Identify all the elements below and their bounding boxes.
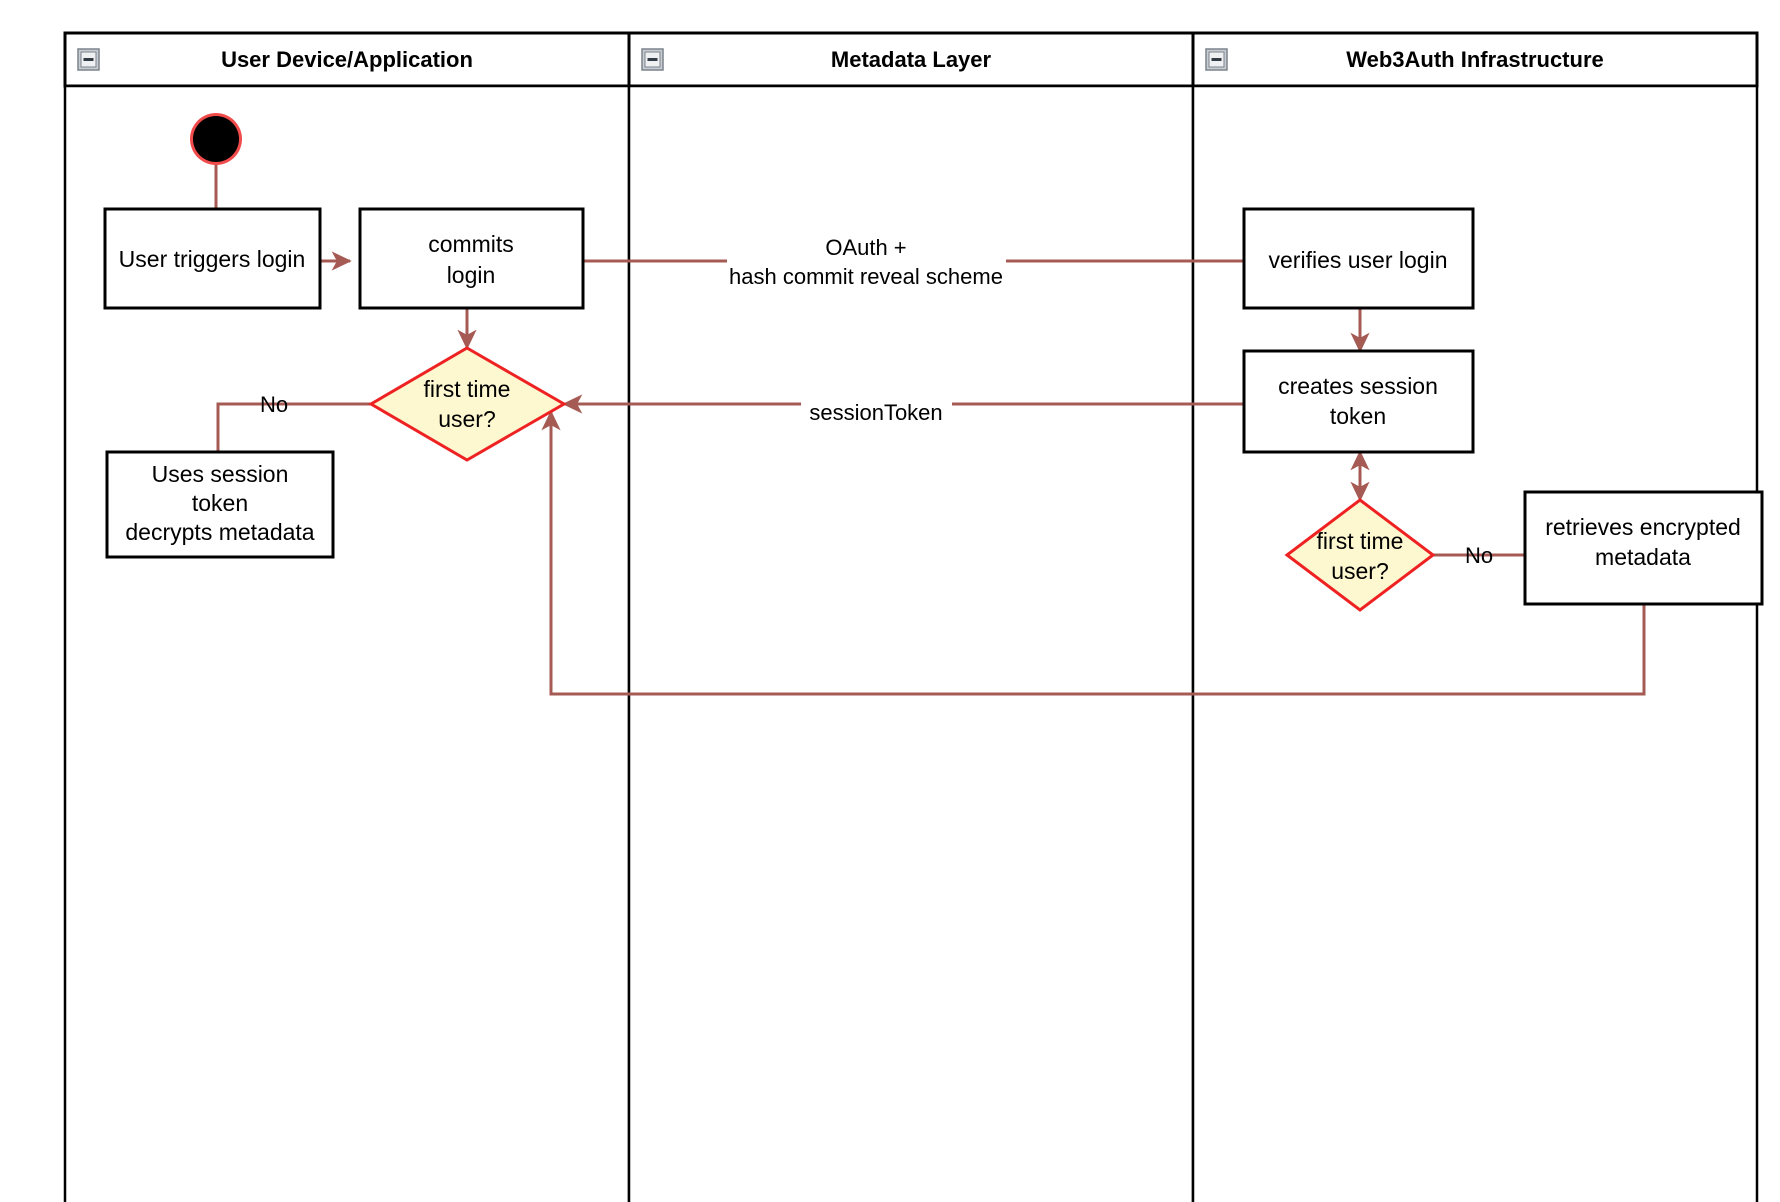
node-label-retrieves-line1: retrieves encrypted bbox=[1545, 514, 1741, 540]
node-label-user-triggers-login: User triggers login bbox=[119, 246, 306, 272]
node-label-uses-session-token-line2: token bbox=[192, 490, 248, 516]
edge-label-session-token: sessionToken bbox=[809, 400, 942, 425]
lane-title-metadata: Metadata Layer bbox=[831, 47, 992, 72]
node-label-decision-right-line2: user? bbox=[1331, 558, 1389, 584]
lane-header-metadata[interactable] bbox=[627, 31, 1195, 88]
minus-icon[interactable] bbox=[641, 48, 664, 71]
node-decision-first-time-user-right[interactable]: first time user? bbox=[1284, 498, 1436, 612]
node-commits-login[interactable]: commits login bbox=[358, 207, 585, 310]
lane-title-web3auth: Web3Auth Infrastructure bbox=[1346, 47, 1604, 72]
node-label-commits-login-line1: commits bbox=[428, 231, 514, 257]
node-label-verifies-user-login: verifies user login bbox=[1269, 247, 1448, 273]
node-uses-session-token[interactable]: Uses session token decrypts metadata bbox=[105, 450, 335, 559]
lane-body-row bbox=[63, 84, 1759, 1202]
lane-title-user-device: User Device/Application bbox=[221, 47, 473, 72]
node-user-triggers-login[interactable]: User triggers login bbox=[103, 207, 322, 310]
minus-icon[interactable] bbox=[1205, 48, 1228, 71]
node-label-decision-left-line1: first time bbox=[424, 376, 511, 402]
node-creates-session-token[interactable]: creates session token bbox=[1242, 349, 1475, 454]
node-retrieves-encrypted-metadata[interactable]: retrieves encrypted metadata bbox=[1523, 490, 1764, 606]
node-label-creates-session-token-line1: creates session bbox=[1278, 373, 1438, 399]
minus-icon[interactable] bbox=[77, 48, 100, 71]
lane-header-user-device[interactable] bbox=[63, 31, 631, 88]
edge-label-oauth-line2: hash commit reveal scheme bbox=[729, 264, 1003, 289]
lane-header-web3auth[interactable] bbox=[1191, 31, 1759, 88]
edge-label-oauth: OAuth + hash commit reveal scheme bbox=[729, 235, 1003, 289]
lane-header-row: User Device/Application Metadata Layer W… bbox=[63, 31, 1759, 88]
node-verifies-user-login[interactable]: verifies user login bbox=[1242, 207, 1475, 310]
edge-decision-left-no-to-uses-session-token bbox=[216, 402, 371, 452]
edge-retrieves-to-decision-left-loopback bbox=[541, 410, 1646, 696]
edge-label-oauth-line1: OAuth + bbox=[825, 235, 906, 260]
lane-body-metadata bbox=[627, 84, 1195, 1202]
node-label-decision-right-line1: first time bbox=[1317, 528, 1404, 554]
node-label-creates-session-token-line2: token bbox=[1330, 403, 1386, 429]
node-label-uses-session-token-line3: decrypts metadata bbox=[125, 519, 314, 545]
initial-node-start[interactable] bbox=[190, 113, 242, 165]
node-label-decision-left-line2: user? bbox=[438, 406, 496, 432]
node-label-commits-login-line2: login bbox=[447, 262, 496, 288]
node-decision-first-time-user-left[interactable]: first time user? bbox=[368, 346, 568, 462]
edge-label-no-left: No bbox=[260, 392, 288, 417]
edge-label-no-right: No bbox=[1465, 543, 1493, 568]
node-label-uses-session-token-line1: Uses session bbox=[152, 461, 289, 487]
node-label-retrieves-line2: metadata bbox=[1595, 544, 1691, 570]
